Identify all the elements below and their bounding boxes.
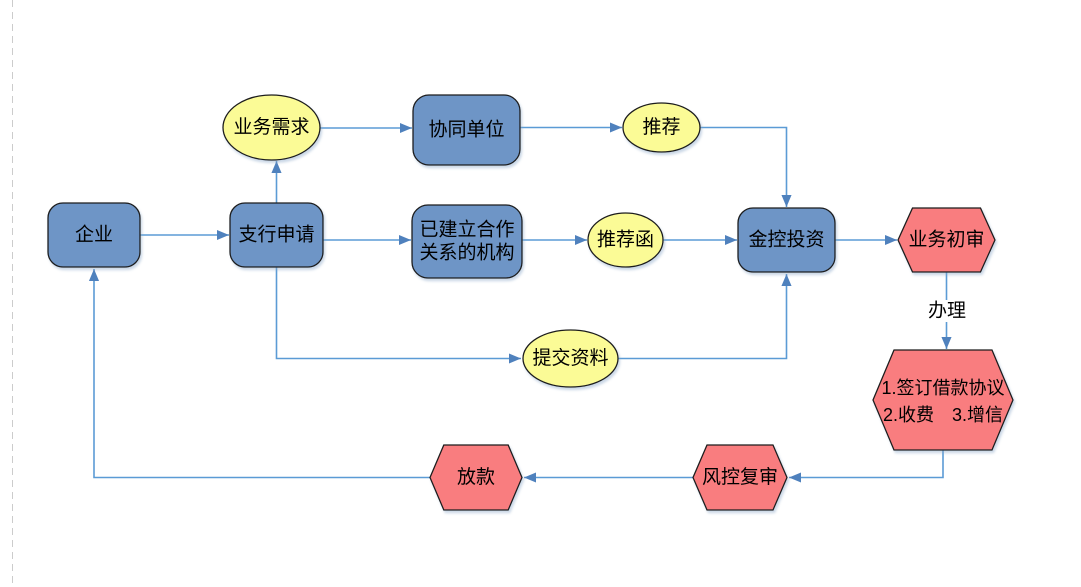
arrow-branch-to-submit-materials [275, 267, 521, 364]
arrow-agreement-to-risk-review [789, 450, 944, 483]
recommend-label: 推荐 [642, 116, 680, 138]
recommend-ellipse [622, 102, 701, 153]
node-partner-unit: 协同单位 [412, 94, 521, 166]
business-need-ellipse [222, 94, 321, 161]
node-agreement: 1.签订借款协议 2.收费 3.增信 [872, 349, 1014, 451]
node-loan-disbursement: 放款 [429, 444, 523, 511]
node-business-need: 业务需求 [222, 94, 321, 161]
loan-disbursement-hexagon [429, 444, 523, 511]
enterprise-label: 企业 [75, 224, 113, 246]
risk-control-review-hexagon [692, 444, 788, 511]
established-institution-label-line2: 关系的机构 [419, 242, 514, 264]
handle-step-label: 办理 [924, 300, 970, 322]
node-risk-control-review: 风控复审 [692, 444, 788, 511]
node-recommendation-letter: 推荐函 [587, 212, 664, 268]
jinkong-investment-label: 金控投资 [748, 229, 824, 251]
branch-application-box [229, 202, 324, 268]
handle-label: 办理 [928, 300, 966, 322]
submit-materials-label: 提交资料 [532, 347, 608, 369]
risk-control-review-label: 风控复审 [702, 466, 778, 488]
connectors [88, 122, 952, 483]
recommendation-letter-label: 推荐函 [597, 229, 654, 251]
submit-materials-ellipse [522, 329, 619, 388]
agreement-label-line1: 1.签订借款协议 [881, 378, 1004, 398]
business-initial-review-hexagon [897, 207, 996, 273]
node-recommend: 推荐 [622, 102, 701, 153]
agreement-label-line2: 2.收费 3.增信 [883, 405, 1003, 425]
business-initial-review-label: 业务初审 [908, 229, 984, 251]
arrow-submit-materials-to-jinkong-bottom [618, 274, 792, 360]
enterprise-box [47, 202, 141, 268]
partner-unit-label: 协同单位 [428, 119, 504, 141]
node-jinkong-investment: 金控投资 [737, 207, 836, 273]
node-business-initial-review: 业务初审 [897, 207, 996, 273]
branch-application-label: 支行申请 [238, 224, 314, 246]
loan-disbursement-label: 放款 [457, 466, 495, 488]
jinkong-investment-box [737, 207, 836, 273]
arrow-loan-to-enterprise [88, 269, 430, 479]
node-submit-materials: 提交资料 [522, 329, 619, 388]
recommendation-letter-ellipse [587, 212, 664, 268]
handle-label-mask [924, 300, 970, 322]
established-institution-box [411, 204, 523, 279]
agreement-hexagon [872, 349, 1014, 451]
arrow-recommend-to-jinkong-top [700, 126, 792, 207]
node-branch-application: 支行申请 [229, 202, 324, 268]
established-institution-label-line1: 已建立合作 [419, 219, 514, 241]
business-need-label: 业务需求 [233, 116, 309, 138]
node-established-institution: 已建立合作 关系的机构 [411, 204, 523, 279]
partner-unit-box [412, 94, 521, 166]
node-enterprise: 企业 [47, 202, 141, 268]
